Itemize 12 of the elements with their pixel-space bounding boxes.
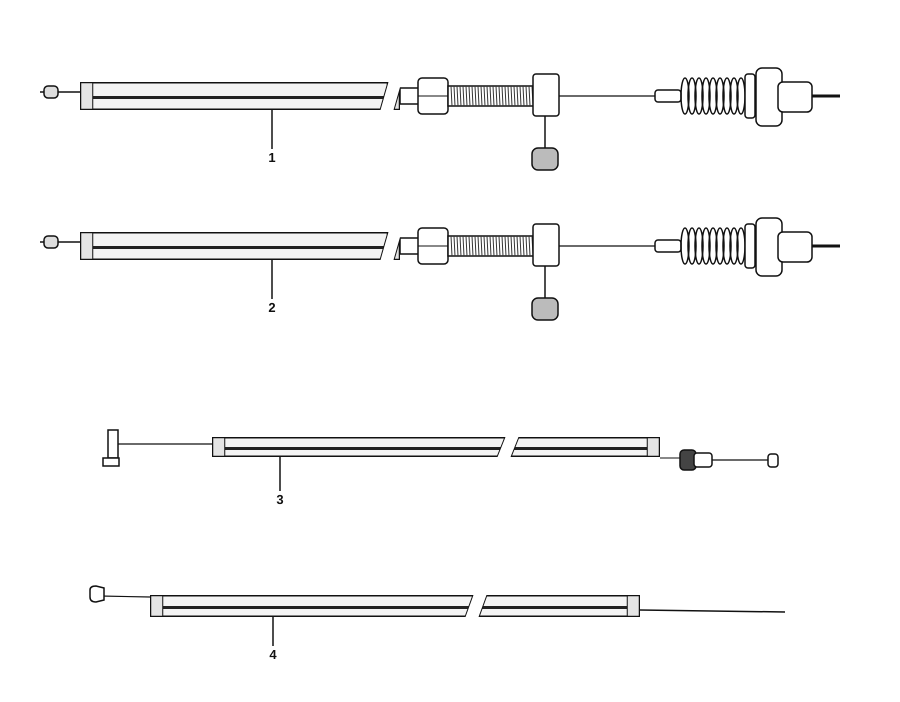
cable-sleeve-drawing	[80, 82, 400, 110]
cable-sleeve-drawing	[212, 437, 660, 457]
leader-line	[272, 617, 274, 646]
cable-sleeve-drawing	[80, 232, 400, 260]
callout-number: 2	[264, 300, 280, 316]
leader-line	[279, 457, 281, 491]
callout-number: 1	[264, 150, 280, 166]
leader-line	[271, 110, 273, 149]
callout-number: 3	[272, 492, 288, 508]
cable-sleeve-drawing	[150, 595, 640, 617]
callout-number: 4	[265, 647, 281, 663]
leader-line	[271, 260, 273, 299]
